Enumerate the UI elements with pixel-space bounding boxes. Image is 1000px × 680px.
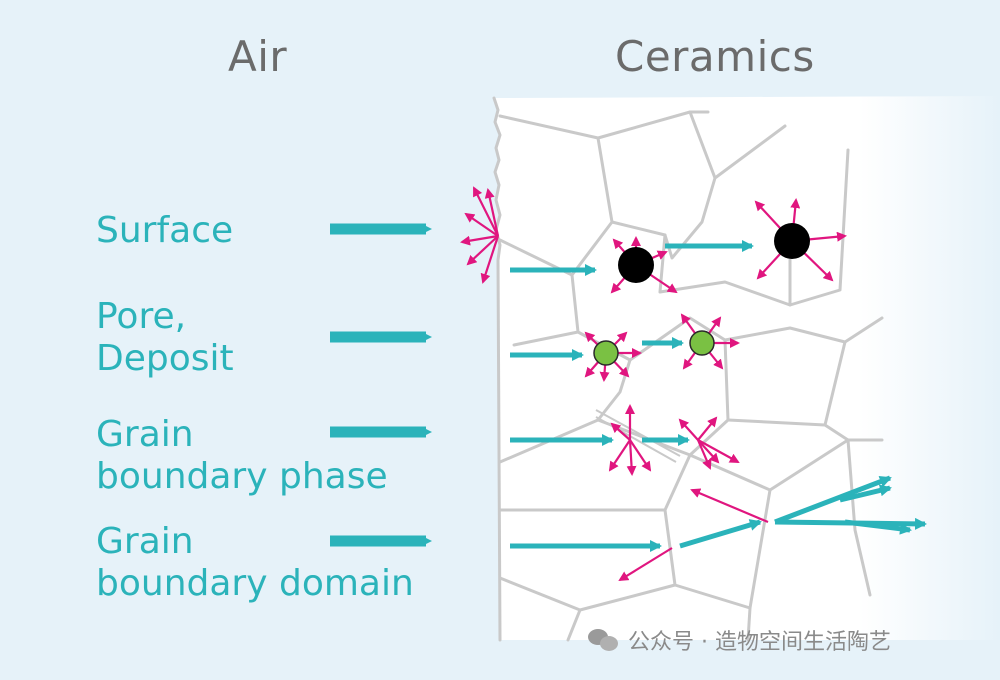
pore-deposit-label-line-2: Deposit xyxy=(96,338,234,379)
pore-deposit-label: Pore, Deposit xyxy=(96,296,234,380)
pore-1 xyxy=(618,247,654,283)
pore-2 xyxy=(774,223,810,259)
grain-boundary-domain-label-line-1: Grain xyxy=(96,521,194,562)
grain-boundary-phase-label: Grain boundary phase xyxy=(96,414,388,498)
watermark-text: 公众号 · 造物空间生活陶艺 xyxy=(628,630,891,655)
surface-label: Surface xyxy=(96,210,233,252)
ceramics-title: Ceramics xyxy=(615,32,815,81)
ceramic-body xyxy=(494,96,1000,640)
grain-boundary-phase-label-line-1: Grain xyxy=(96,414,194,455)
watermark: 公众号 · 造物空间生活陶艺 xyxy=(588,624,891,656)
air-title: Air xyxy=(228,32,288,81)
deposit-2 xyxy=(689,330,715,356)
internal-arrows xyxy=(510,240,927,552)
pore-deposit-label-line-1: Pore, xyxy=(96,296,187,337)
deposit-1 xyxy=(593,340,619,366)
surface-label-line-1: Surface xyxy=(96,210,234,251)
grain-boundary-phase-label-line-2: boundary phase xyxy=(96,456,388,497)
grain-boundary-domain-label-line-2: boundary domain xyxy=(96,563,414,604)
wechat-icon xyxy=(588,627,620,653)
grain-boundary-domain-label: Grain boundary domain xyxy=(96,521,414,605)
grain-boundary-phase-lines xyxy=(595,409,681,463)
incident-arrows xyxy=(330,223,432,547)
